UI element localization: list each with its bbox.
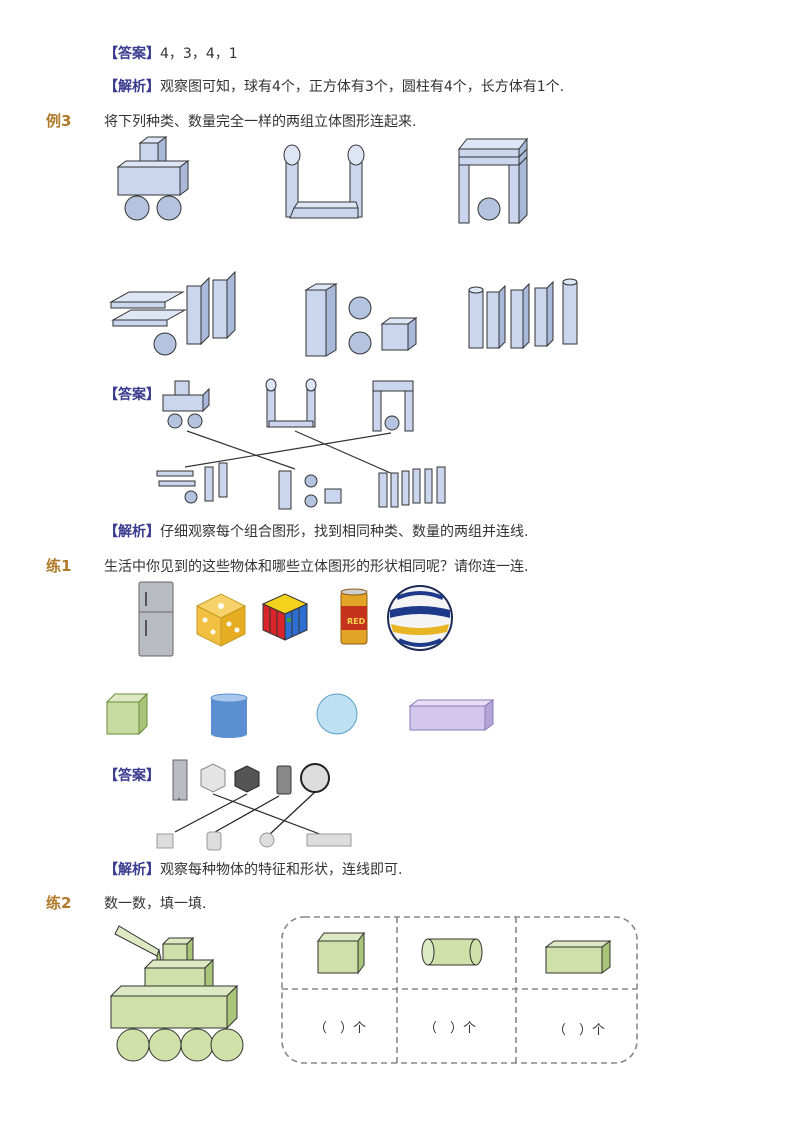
practice1-analysis-text: 观察每种物体的特征和形状，连线即可. — [160, 862, 403, 878]
table-figure-small — [372, 380, 414, 432]
practice1-analysis-tag: 【解析】 — [104, 862, 160, 878]
can-label: RED — [347, 617, 366, 626]
top-answer: 【答案】4，3，4，1 — [104, 44, 238, 64]
table-cube-shape — [317, 931, 365, 975]
analysis-text: 观察图可知，球有4个，正方体有3个，圆柱有4个，长方体有1个. — [160, 79, 565, 95]
top-analysis: 【解析】观察图可知，球有4个，正方体有3个，圆柱有4个，长方体有1个. — [104, 77, 564, 97]
cylinder-count-blank[interactable]: （ ）个 — [424, 1021, 477, 1036]
table-cuboid-shape — [544, 940, 612, 974]
dice-icon — [195, 593, 247, 647]
slabs-figure-small — [156, 462, 228, 504]
table-cylinder-shape — [421, 938, 483, 966]
car-figure — [116, 136, 190, 221]
objects-row: RED — [138, 581, 453, 657]
example3-label: 例3 — [46, 112, 72, 130]
practice1-answer-diagram — [156, 759, 352, 851]
can-icon — [340, 588, 368, 645]
answer-text: 4，3，4，1 — [160, 46, 238, 62]
example3-question: 将下列种类、数量完全一样的两组立体图形连起来. — [104, 114, 417, 130]
count-table — [281, 916, 638, 1064]
sphere-shape — [316, 693, 358, 735]
cube-count-blank[interactable]: （ ）个 — [314, 1021, 367, 1036]
box-balls-figure-small — [278, 470, 342, 510]
example3-analysis-tag: 【解析】 — [104, 524, 160, 540]
example3-answer-tag: 【答案】 — [104, 387, 160, 403]
rubiks-cube-icon — [261, 593, 309, 641]
cylinders-figure — [468, 278, 578, 350]
cylinders-figure-small — [378, 466, 446, 508]
practice1-answer-tag: 【答案】 — [104, 768, 160, 784]
fridge-icon — [138, 581, 174, 657]
example3-analysis: 【解析】仔细观察每个组合图形，找到相同种类、数量的两组并连线. — [104, 522, 528, 542]
cylinder-shape — [210, 693, 248, 738]
car-figure-small — [162, 380, 210, 429]
volleyball-icon — [387, 585, 453, 651]
cube-shape — [105, 692, 149, 736]
table-figure — [457, 137, 529, 225]
example3-answer-diagram — [156, 378, 446, 510]
practice1-analysis: 【解析】观察每种物体的特征和形状，连线即可. — [104, 860, 402, 880]
cuboid-shape — [408, 699, 495, 731]
shapes-row — [105, 692, 495, 738]
analysis-tag: 【解析】 — [104, 79, 160, 95]
practice1-question: 生活中你见到的这些物体和哪些立体图形的形状相同呢？请你连一连. — [104, 559, 529, 575]
practice2-question: 数一数，填一填. — [104, 896, 207, 912]
practice1-label: 练1 — [46, 557, 72, 575]
box-balls-figure — [304, 283, 418, 357]
practice2-label: 练2 — [46, 894, 72, 912]
tank-figure — [109, 925, 244, 1062]
answer-tag: 【答案】 — [104, 46, 160, 62]
cuboid-count-blank[interactable]: （ ）个 — [553, 1023, 606, 1038]
example3-analysis-text: 仔细观察每个组合图形，找到相同种类、数量的两组并连线. — [160, 524, 529, 540]
u-figure — [283, 144, 365, 219]
u-figure-small — [265, 378, 317, 428]
slabs-figure — [109, 270, 236, 356]
